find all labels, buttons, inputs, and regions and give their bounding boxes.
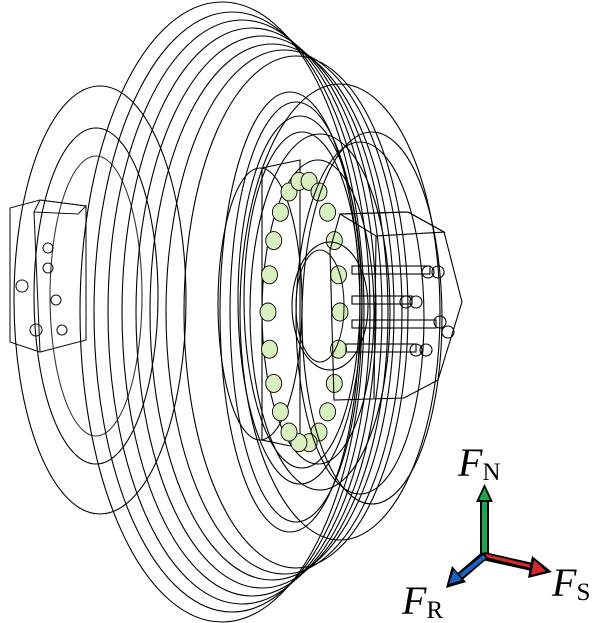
- back-ring-outer: [13, 85, 187, 515]
- bearing-ball: [280, 422, 298, 442]
- copper-hub-face: [217, 167, 303, 441]
- bearing-ball: [325, 373, 343, 393]
- bearing-balls: [259, 171, 349, 453]
- axis-radial-label: FR: [401, 578, 443, 623]
- left-housing-block: [9, 199, 87, 353]
- bearing-ball: [261, 265, 278, 285]
- left-housing: [9, 199, 88, 353]
- bearing-ball: [265, 373, 283, 393]
- core-cylinder: [291, 241, 369, 371]
- back-ring: [13, 85, 187, 515]
- back-ring-inner: [33, 127, 159, 465]
- yellow-disc-face: [79, 1, 365, 623]
- bearing-ball: [259, 302, 277, 322]
- force-axes: FN FS FR: [401, 440, 590, 623]
- bearing-outer: [249, 133, 391, 491]
- bearing-ball: [325, 231, 343, 251]
- bearing-ball: [330, 265, 347, 285]
- front-housing-disc: [301, 131, 443, 505]
- axis-normal-label: FN: [457, 440, 501, 486]
- bearing-ball: [319, 202, 337, 222]
- bearing-ball: [271, 402, 289, 422]
- inner-rings: [219, 91, 363, 533]
- ring-gold: [237, 115, 363, 485]
- bearing-ball: [331, 302, 349, 322]
- core: [291, 241, 369, 371]
- axis-side-label: FS: [551, 560, 590, 606]
- bearing-ball: [271, 202, 289, 222]
- bearing-ball: [319, 402, 337, 422]
- front-salmon-ring: [239, 83, 441, 541]
- front-housing: [295, 131, 463, 505]
- bearing-ball: [261, 339, 278, 359]
- front-bolts: [345, 265, 455, 357]
- yellow-disc: [79, 1, 409, 623]
- bearing-ball: [265, 231, 283, 251]
